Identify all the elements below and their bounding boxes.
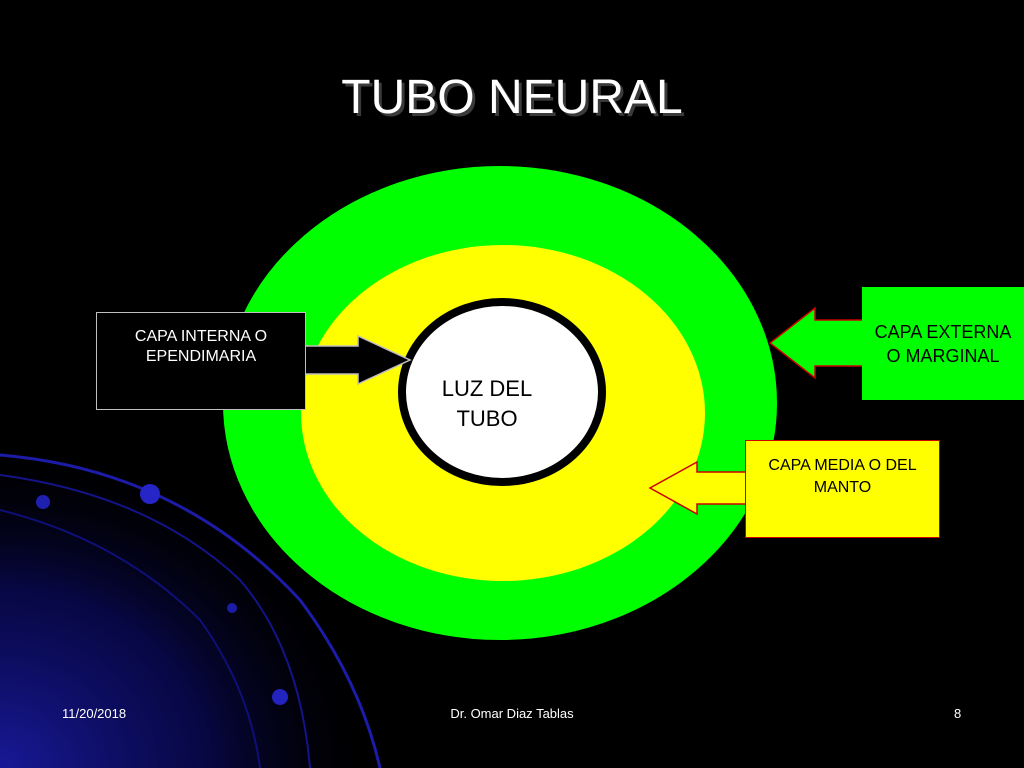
- background-dot: [272, 689, 288, 705]
- background-dot: [36, 495, 50, 509]
- luz-del-tubo-label: LUZ DEL TUBO: [441, 376, 533, 431]
- page-number: 8: [954, 706, 962, 721]
- externa-arrow: [768, 306, 869, 380]
- media-arrow: [648, 460, 747, 516]
- background-arc: [0, 474, 311, 768]
- background-arc: [0, 509, 261, 768]
- capa-media-label: CAPA MEDIA O DEL MANTO: [768, 457, 917, 496]
- capa-interna-box: CAPA INTERNA O EPENDIMARIA: [96, 312, 306, 410]
- slide-title: TUBO NEURAL: [341, 71, 683, 124]
- lumen-circle: [398, 298, 606, 486]
- background-dot: [140, 484, 160, 504]
- interna-arrow: [304, 334, 412, 386]
- capa-externa-box: CAPA EXTERNA O MARGINAL: [862, 287, 1024, 400]
- capa-media-box: CAPA MEDIA O DEL MANTO: [745, 440, 940, 538]
- capa-externa-label: CAPA EXTERNA O MARGINAL: [874, 321, 1012, 366]
- capa-interna-label: CAPA INTERNA O EPENDIMARIA: [134, 328, 268, 365]
- background-glow: [0, 440, 380, 768]
- footer-author: Dr. Omar Diaz Tablas: [450, 706, 574, 721]
- footer-date: 11/20/2018: [62, 706, 127, 721]
- background-arc: [0, 453, 382, 768]
- background-dot: [227, 603, 237, 613]
